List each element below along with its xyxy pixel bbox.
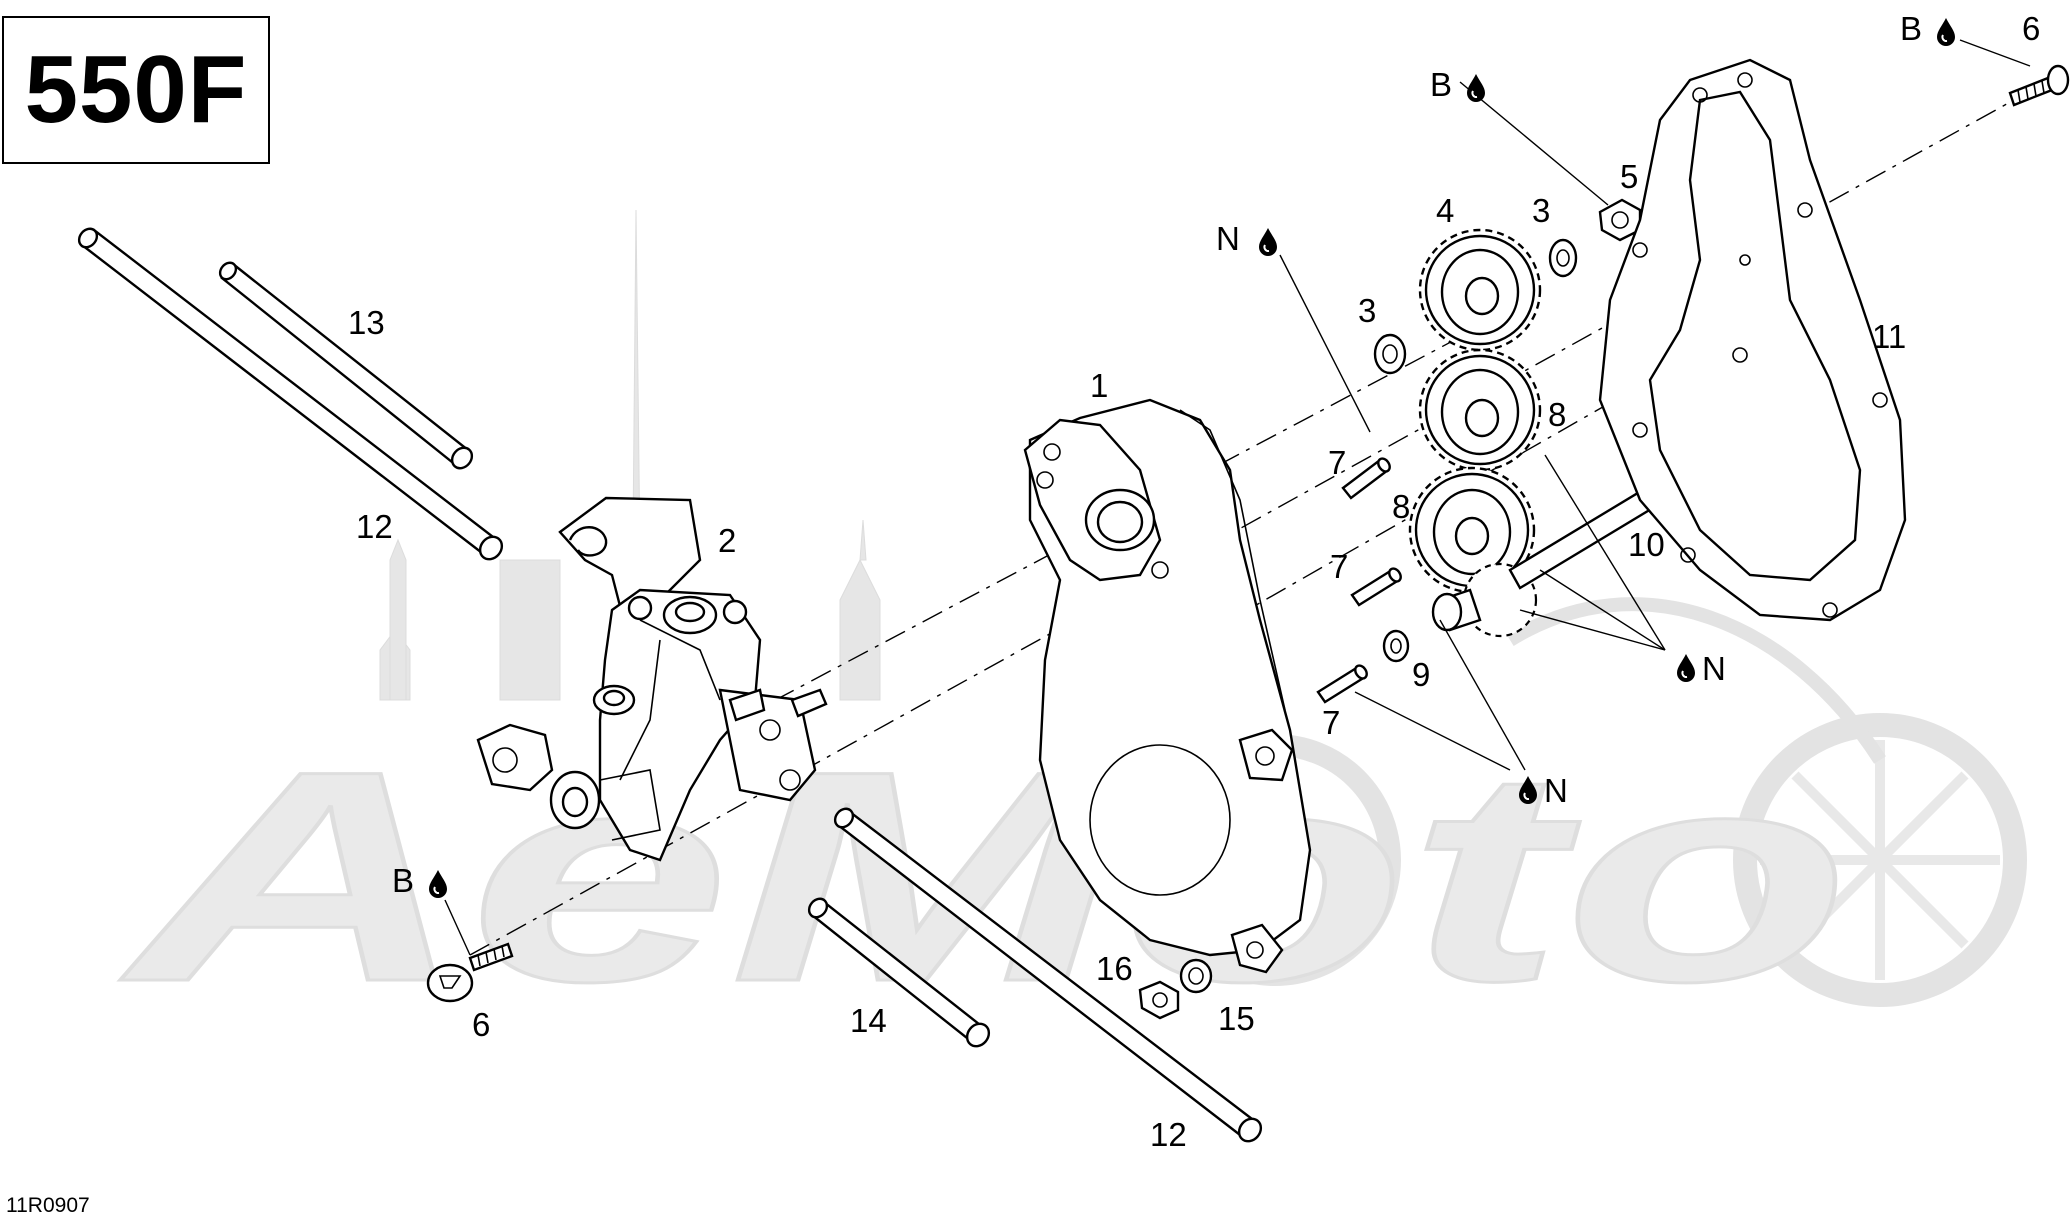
callout-10: 10 (1628, 526, 1665, 563)
svg-text:N: N (1216, 220, 1240, 257)
drawing-code: 11R0907 (6, 1194, 90, 1217)
callouts: 1 2 3 3 4 5 6 6 7 7 7 8 8 9 10 11 12 12 … (348, 10, 2040, 1153)
callout-16: 16 (1096, 950, 1133, 987)
washer-3-left (1373, 333, 1407, 375)
oil-drop-icon (1936, 17, 1956, 47)
gasket-11 (1598, 58, 1907, 622)
symbol-b-drop-lower-left: B (392, 862, 448, 899)
screw-6-lower (426, 942, 514, 1003)
oil-pump (476, 496, 828, 862)
callout-11: 11 (1872, 318, 1906, 355)
callout-9: 9 (1412, 656, 1430, 693)
gear-8-lower (1408, 466, 1538, 638)
symbol-b-drop-top-middle: B (1430, 66, 1486, 103)
tube-14 (807, 897, 991, 1048)
svg-text:B: B (1430, 66, 1452, 103)
symbol-n-drop-top: N (1216, 220, 1278, 257)
symbol-n-drop-right: N (1676, 650, 1726, 687)
callout-1: 1 (1090, 367, 1108, 404)
callout-15: 15 (1218, 1000, 1255, 1037)
pin-7-bottom (1316, 664, 1368, 704)
callout-3-right: 3 (1532, 192, 1550, 229)
screw-6-upper (2008, 64, 2070, 107)
gear-4 (1418, 228, 1542, 352)
callout-3-left: 3 (1358, 292, 1376, 329)
symbol-b-drop-top-right: B (1900, 10, 1956, 47)
gear-cover-1 (1023, 398, 1312, 974)
pin-7-top (1341, 457, 1391, 500)
lubricant-symbols: N B B N N B (392, 10, 1956, 899)
oil-drop-icon (1466, 73, 1486, 103)
pin-7-middle (1350, 567, 1402, 607)
callout-7-middle: 7 (1330, 548, 1348, 585)
callout-8-lower: 8 (1392, 488, 1410, 525)
callout-4: 4 (1436, 192, 1454, 229)
washer-3-right (1548, 238, 1578, 278)
nut-16 (1138, 980, 1180, 1020)
oil-drop-icon (1258, 227, 1278, 257)
callout-7-bottom: 7 (1322, 704, 1340, 741)
tube-12-upper (77, 227, 504, 561)
symbol-n-drop-lower: N (1518, 772, 1568, 809)
svg-text:N: N (1702, 650, 1726, 687)
svg-text:B: B (392, 862, 414, 899)
model-label: 550F (2, 16, 270, 164)
gear-8-upper (1418, 348, 1542, 472)
callout-14: 14 (850, 1002, 887, 1039)
callout-13: 13 (348, 304, 385, 341)
tube-13 (218, 261, 474, 470)
watermark: AeMoto (114, 209, 2027, 1046)
callout-6-lower: 6 (472, 1006, 490, 1043)
callout-5: 5 (1620, 158, 1638, 195)
svg-text:B: B (1900, 10, 1922, 47)
leader-lines (444, 39, 2031, 956)
watermark-text: AeMoto (115, 708, 1850, 1044)
callout-12-lower: 12 (1150, 1116, 1187, 1153)
callout-8-upper: 8 (1548, 396, 1566, 433)
callout-2: 2 (718, 522, 736, 559)
callout-7-top: 7 (1328, 444, 1346, 481)
washer-9 (1382, 629, 1410, 663)
callout-6-upper: 6 (2022, 10, 2040, 47)
washer-15 (1179, 958, 1213, 994)
oil-drop-icon (1676, 653, 1696, 683)
tube-12-lower (833, 807, 1263, 1143)
svg-text:N: N (1544, 772, 1568, 809)
callout-12-upper: 12 (356, 508, 393, 545)
